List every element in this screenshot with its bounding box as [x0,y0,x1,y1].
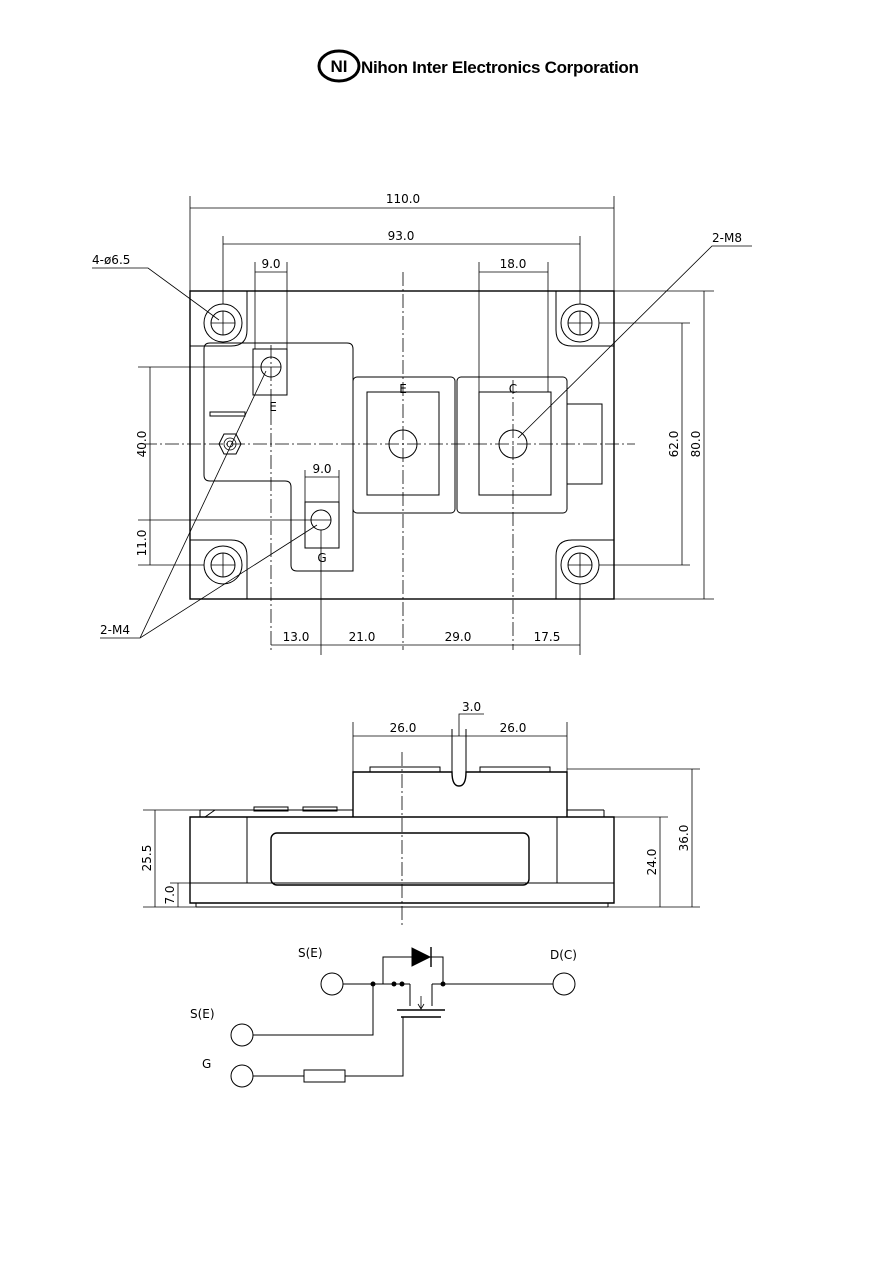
dim-height-11: 11.0 [135,530,149,557]
dim-side-h-36: 36.0 [677,825,691,852]
terminal-source-aux [230,1023,254,1047]
label-source-top: S(E) [298,946,323,960]
dim-overall-height: 80.0 [689,431,703,458]
dim-side-h-7: 7.0 [163,885,177,904]
label-bar [209,411,246,417]
leader-mount-holes [92,267,220,321]
aux-tab-emitter [252,348,288,396]
company-logo: NI [317,49,361,83]
leader-m4 [100,524,318,639]
side-aux-tab-2 [302,806,338,812]
terminal-label-e-aux: E [269,400,277,414]
leader-gap [458,713,484,736]
dim-gate-tab-width: 9.0 [312,462,331,476]
side-aux-tab-1 [253,806,289,812]
dim-side-gap: 3.0 [462,700,481,714]
dim-pitch-17-5: 17.5 [534,630,561,644]
ear-tr [555,291,614,347]
dim-side-right-26: 26.0 [500,721,527,735]
dim-side-h-25-5: 25.5 [140,845,154,872]
terminal-label-c-main: C [509,382,517,396]
circuit-schematic: S(E) D(C) S(E) G [190,946,577,1088]
company-header: NI Nihon Inter Electronics Corporation [317,49,639,83]
dim-pitch-29: 29.0 [445,630,472,644]
dim-mount-pitch: 93.0 [388,229,415,243]
mount-hole-tr [560,303,600,343]
diode-symbol [411,947,432,967]
terminal-drain [552,972,576,996]
side-terminal-c [479,766,551,773]
ear-br [555,539,614,599]
dim-mount-vertical: 62.0 [667,431,681,458]
callout-m4: 2-M4 [100,623,130,637]
dim-side-h-24: 24.0 [645,849,659,876]
top-view: E C E G 110.0 93.0 9.0 18.0 9.0 [92,192,752,655]
ear-tl [190,291,248,347]
label-gate: G [202,1057,211,1071]
side-ear-left [189,816,248,884]
dim-main-terminal-width: 18.0 [500,257,527,271]
mount-hole-tl [203,303,243,343]
logo-mark: NI [331,57,348,76]
main-terminal-emitter-block [352,376,456,514]
terminal-source-top [320,972,344,996]
side-ear-right [556,816,615,884]
base-outline [189,290,615,600]
side-window [270,832,530,886]
ear-bl [190,539,248,599]
aux-cover [203,342,354,572]
dim-side-left-26: 26.0 [390,721,417,735]
mount-hole-bl [203,545,243,585]
leader-m4-b [139,370,267,639]
terminal-label-g-aux: G [317,551,326,565]
label-drain: D(C) [550,948,577,962]
callout-m8: 2-M8 [712,231,742,245]
callout-mount-holes: 4-ø6.5 [92,253,130,267]
aux-tab-gate [304,501,340,549]
terminal-gate [230,1064,254,1088]
gate-resistor [303,1069,346,1083]
company-name: Nihon Inter Electronics Corporation [361,58,639,77]
dim-pitch-13: 13.0 [283,630,310,644]
dim-overall-width: 110.0 [386,192,420,206]
label-source-aux: S(E) [190,1007,215,1021]
dim-aux-tab-width: 9.0 [261,257,280,271]
terminal-label-e-main: E [399,382,407,396]
side-terminal-e [369,766,441,773]
dim-height-40: 40.0 [135,431,149,458]
side-view: 26.0 26.0 3.0 25.5 7.0 24.0 36.0 [140,700,700,925]
mount-hole-br [560,545,600,585]
side-lid [352,771,568,817]
main-terminal-collector-pad [478,391,552,496]
leader-m8 [517,245,752,439]
dim-pitch-21: 21.0 [349,630,376,644]
